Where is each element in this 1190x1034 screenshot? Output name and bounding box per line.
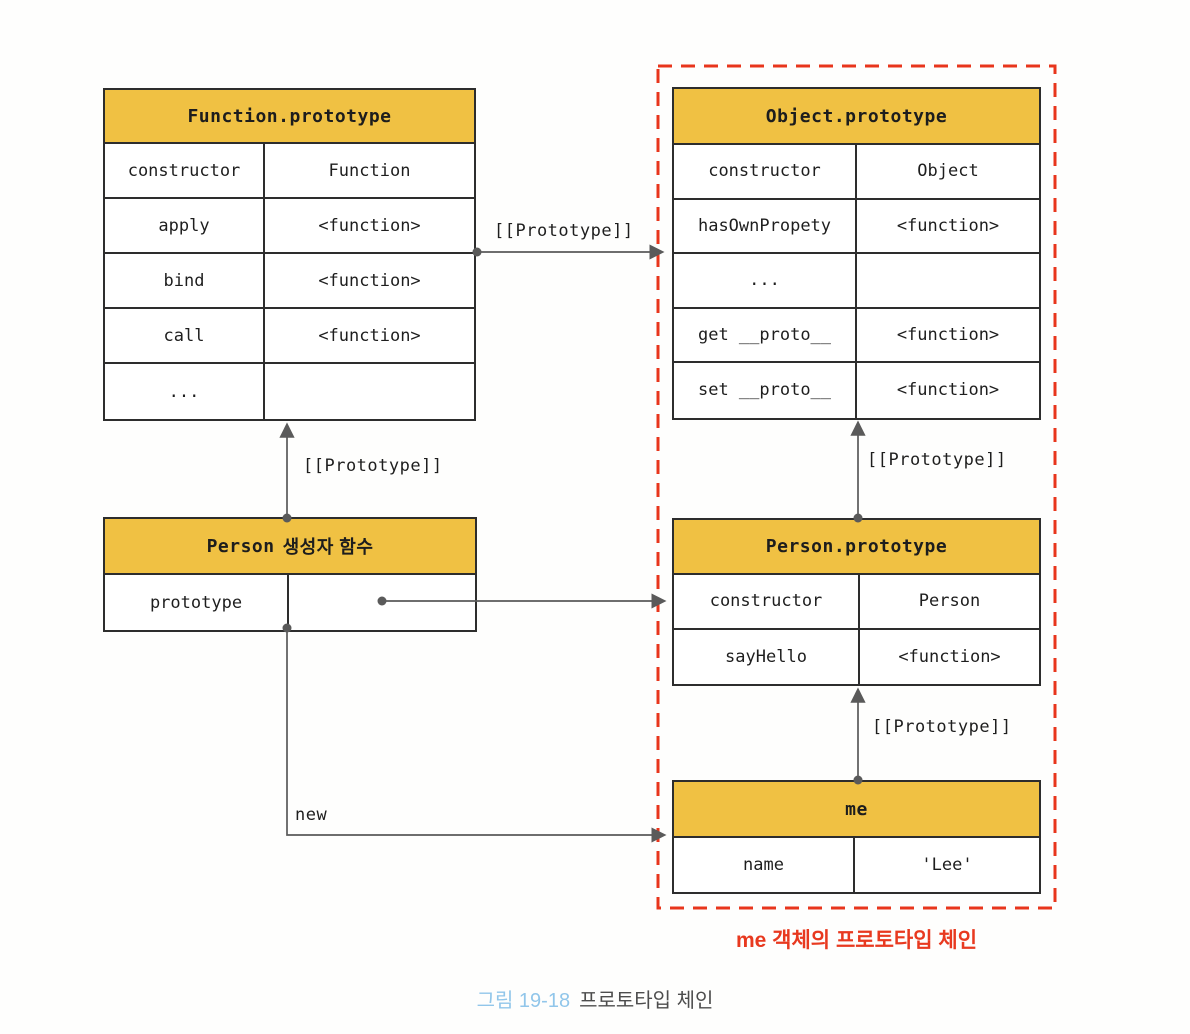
person-constructor-title: Person 생성자 함수 <box>105 519 475 575</box>
person-constructor-title-korean: 생성자 함수 <box>282 537 374 557</box>
table-row: name 'Lee' <box>674 838 1039 892</box>
function-prototype-table: Function.prototype constructor Function … <box>103 88 476 421</box>
row-value: <function> <box>898 646 1001 667</box>
table-row: constructor Object <box>674 145 1039 200</box>
me-object-table: me name 'Lee' <box>672 780 1041 894</box>
row-key: ... <box>105 364 265 419</box>
table-row: sayHello <function> <box>674 629 1039 684</box>
row-value: 'Lee' <box>921 855 973 875</box>
row-value: <function> <box>318 270 421 291</box>
prototype-link-label-right-bottom: [[Prototype]] <box>872 717 1012 737</box>
person-prototype-table: Person.prototype constructor Person sayH… <box>672 518 1041 686</box>
prototype-link-label-right-top: [[Prototype]] <box>867 450 1007 470</box>
row-key: sayHello <box>674 629 860 684</box>
function-prototype-title: Function.prototype <box>105 90 474 144</box>
object-prototype-title: Object.prototype <box>674 89 1039 145</box>
row-value: Function <box>328 160 411 181</box>
row-key: hasOwnPropety <box>674 199 857 252</box>
row-value <box>289 575 475 630</box>
row-value: <function> <box>318 215 421 236</box>
table-row: constructor Function <box>105 144 474 199</box>
arrow-new-to-me <box>286 628 667 843</box>
row-value <box>857 254 1039 307</box>
table-row: apply <function> <box>105 199 474 254</box>
table-row: call <function> <box>105 309 474 364</box>
table-row: bind <function> <box>105 254 474 309</box>
person-constructor-title-code: Person <box>206 535 275 557</box>
row-value: <function> <box>896 215 1000 236</box>
row-key: set __proto__ <box>674 363 857 418</box>
person-prototype-title: Person.prototype <box>674 520 1039 575</box>
row-value: <function> <box>896 324 1000 345</box>
table-row: ... <box>105 364 474 419</box>
table-row: prototype <box>105 575 475 630</box>
prototype-link-label-left: [[Prototype]] <box>303 456 443 476</box>
row-key: name <box>674 838 855 892</box>
row-key: prototype <box>105 575 289 630</box>
row-key: constructor <box>674 575 860 628</box>
row-value: Object <box>917 161 979 182</box>
row-key: get __proto__ <box>674 308 857 361</box>
row-key: bind <box>105 254 265 307</box>
row-key: call <box>105 309 265 362</box>
new-operator-label: new <box>295 805 328 825</box>
me-object-title: me <box>674 782 1039 838</box>
row-key: constructor <box>674 145 857 198</box>
person-constructor-table: Person 생성자 함수 prototype <box>103 517 477 632</box>
figure-title: 프로토타입 체인 <box>579 990 714 1012</box>
object-prototype-table: Object.prototype constructor Object hasO… <box>672 87 1041 420</box>
row-value: Person <box>918 591 981 612</box>
row-value: <function> <box>318 325 421 346</box>
row-value <box>265 364 474 419</box>
table-row: constructor Person <box>674 575 1039 630</box>
table-row: ... <box>674 254 1039 309</box>
row-key: constructor <box>105 144 265 197</box>
figure-number: 그림 19-18 <box>476 990 571 1012</box>
prototype-chain-annotation: me 객체의 프로토타입 체인 <box>735 929 978 952</box>
table-row: hasOwnPropety <function> <box>674 199 1039 254</box>
row-key: ... <box>674 254 857 307</box>
row-key: apply <box>105 199 265 252</box>
figure-caption: 그림 19-18 프로토타입 체인 <box>0 984 1190 1013</box>
prototype-link-label-horizontal: [[Prototype]] <box>494 221 634 241</box>
row-value: <function> <box>896 380 1000 401</box>
table-row: get __proto__ <function> <box>674 308 1039 363</box>
table-row: set __proto__ <function> <box>674 363 1039 418</box>
